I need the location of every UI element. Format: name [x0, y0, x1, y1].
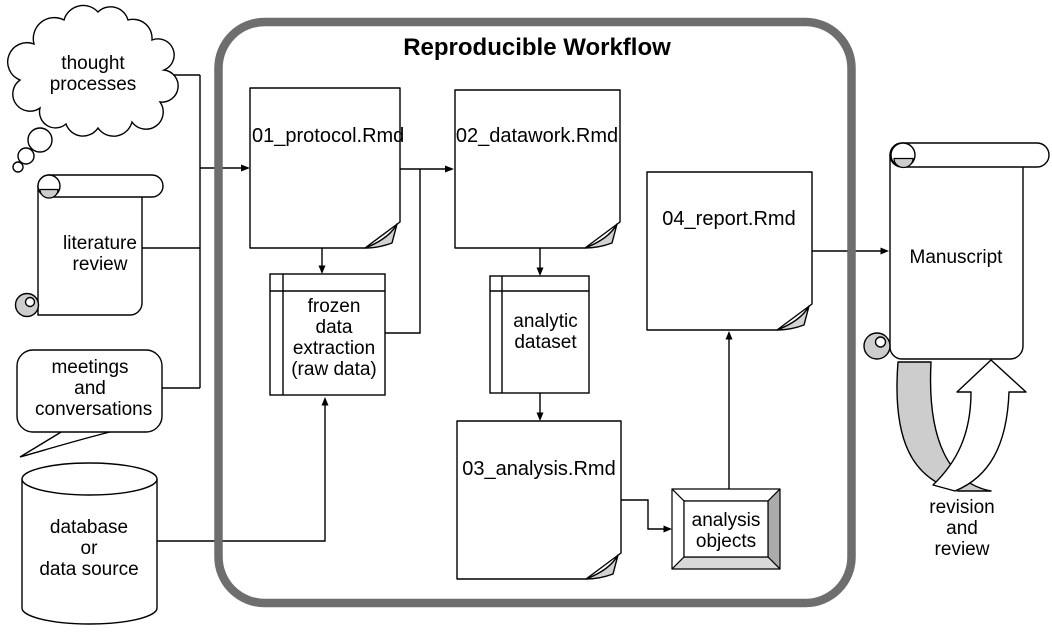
database-cylinder-shape	[21, 462, 158, 625]
doc-datawork	[454, 89, 621, 249]
connector-analysis-objects	[621, 499, 664, 530]
scroll-top-curl-shade	[39, 188, 59, 199]
frozen-data-inner-lines	[270, 274, 385, 395]
scroll-body	[37, 185, 143, 316]
protocol-label: 01_protocol.Rmd	[252, 125, 405, 147]
database-label: database or data source	[39, 517, 139, 580]
thought-bubble-large	[27, 127, 53, 153]
analysis-objects-label: analysis objects	[691, 510, 761, 552]
manuscript-scroll-shape	[863, 142, 1050, 360]
cylinder-top	[21, 462, 158, 496]
scroll-bottom-curl-inner	[24, 296, 36, 308]
meetings-bubble-shape	[16, 349, 163, 458]
scroll-body	[889, 154, 1024, 360]
report-label: 04_report.Rmd	[662, 208, 796, 230]
arrowhead	[445, 165, 454, 173]
workflow-border	[214, 17, 856, 608]
arrowhead	[536, 412, 544, 421]
analysis-objects-bevel	[671, 488, 781, 570]
bevel-left	[671, 488, 685, 570]
scroll-top-curl-shade	[893, 157, 914, 169]
scroll-bottom-curl-inner	[874, 336, 887, 348]
scroll-roll	[889, 142, 1050, 168]
frozen-data-label: frozen data extraction (raw data)	[291, 296, 377, 380]
arrowhead	[241, 164, 250, 172]
thought-processes-label: thought processes	[49, 53, 137, 95]
meetings-label: meetings and conversations	[35, 357, 153, 420]
arrowhead	[880, 247, 889, 255]
doc-protocol	[249, 87, 401, 249]
workflow-title: Reproducible Workflow	[403, 34, 671, 61]
bubble-body	[16, 349, 163, 433]
doc-report	[646, 171, 813, 331]
revision-down-ribbon	[896, 361, 992, 492]
thought-cloud-shape	[7, 4, 179, 173]
arrowheads	[241, 164, 889, 533]
analytic-dataset-box	[489, 275, 590, 394]
bevel-right	[767, 488, 781, 570]
doc-report-fold	[776, 305, 810, 331]
document-shapes	[249, 87, 813, 580]
doc-protocol-fold	[364, 223, 398, 249]
bevel-top	[671, 488, 781, 502]
connector-frozen-join	[385, 169, 421, 334]
connector-database-frozen	[157, 405, 326, 542]
thought-bubble-medium	[17, 147, 35, 165]
literature-review-label: literature review	[63, 233, 137, 275]
analytic-dataset-inner-lines	[490, 276, 589, 393]
revision-up-arrow	[932, 359, 1027, 492]
cloud-outline	[7, 4, 179, 137]
arrowhead	[318, 265, 326, 274]
bevel-bottom	[671, 556, 781, 570]
doc-analysis	[456, 420, 622, 580]
bevel-inner	[683, 500, 769, 558]
arrowhead	[321, 397, 329, 406]
bubble-tail-outline	[19, 430, 113, 458]
revision-arrows	[896, 359, 1027, 492]
analytic-dataset-label: analytic dataset	[513, 311, 578, 353]
doc-analysis-fold	[585, 554, 619, 580]
literature-scroll-shape	[14, 174, 164, 318]
cylinder-body	[21, 479, 158, 625]
revision-review-label: revision and review	[929, 497, 995, 560]
connector-lines	[142, 74, 881, 542]
frozen-data-box	[269, 273, 386, 396]
arrowhead	[663, 525, 672, 533]
doc-datawork-fold	[584, 223, 618, 249]
arrowhead	[725, 331, 733, 340]
analysis-label: 03_analysis.Rmd	[462, 458, 616, 480]
thought-bubble-small	[12, 161, 24, 173]
manuscript-label: Manuscript	[909, 247, 1003, 268]
internal-storage-shapes	[269, 273, 590, 396]
datawork-label: 02_datawork.Rmd	[455, 125, 619, 147]
arrowhead	[536, 267, 544, 276]
